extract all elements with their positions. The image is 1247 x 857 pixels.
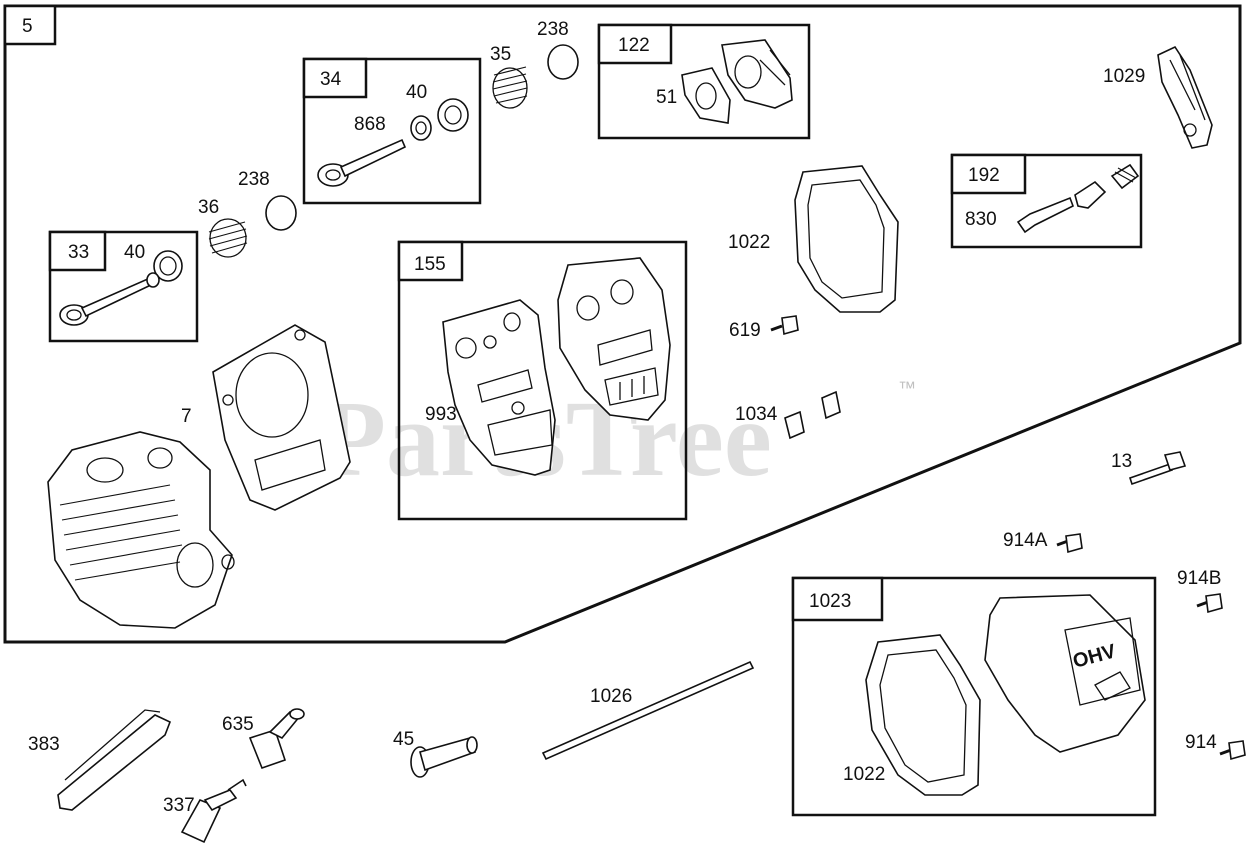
part-label-238: 238 xyxy=(238,169,270,190)
part-label-993: 993 xyxy=(425,404,457,425)
part-label-238: 238 xyxy=(537,19,569,40)
part-label-383: 383 xyxy=(28,734,60,755)
valve-part xyxy=(317,138,407,187)
main-group-tag xyxy=(3,4,57,46)
box-33[interactable]: 33 40 xyxy=(48,230,199,343)
part-label-830: 830 xyxy=(965,209,997,230)
rocker-arm-part xyxy=(1157,45,1213,149)
part-label-35: 35 xyxy=(490,44,511,65)
part-label-13: 13 xyxy=(1111,451,1132,472)
breather-tube-part xyxy=(248,708,305,770)
cylinder-head-gasket-part xyxy=(212,324,351,511)
part-label-1022: 1022 xyxy=(843,764,885,785)
box-192-label: 192 xyxy=(968,165,1000,186)
cylinder-head-part xyxy=(47,431,235,629)
part-label-51: 51 xyxy=(656,87,677,108)
cap-part xyxy=(547,44,579,80)
main-group-label: 5 xyxy=(22,16,33,37)
part-label-7: 7 xyxy=(181,406,192,427)
tappet-part xyxy=(410,736,478,778)
part-label-914B: 914B xyxy=(1177,568,1221,589)
spring-part xyxy=(208,218,248,258)
box-34[interactable]: 34 868 40 xyxy=(302,57,482,205)
box-34-label: 34 xyxy=(320,69,342,90)
breather-plate-part xyxy=(557,257,671,421)
part-label-914: 914 xyxy=(1185,732,1217,753)
box-122-label: 122 xyxy=(618,35,650,56)
part-label-40: 40 xyxy=(124,242,145,263)
part-label-1034: 1034 xyxy=(735,404,778,425)
part-label-1022: 1022 xyxy=(728,232,770,253)
rocker-cover-gasket-part xyxy=(794,165,899,313)
rocker-cover-gasket-part xyxy=(865,634,981,796)
clip-part xyxy=(784,390,841,440)
part-label-914A: 914A xyxy=(1003,530,1048,551)
bolt-part xyxy=(1128,451,1187,486)
box-1023[interactable]: 1023 OHV 1022 xyxy=(791,576,1157,817)
part-label-45: 45 xyxy=(393,729,414,750)
rocker-cover-part: OHV xyxy=(984,594,1146,753)
keeper-part xyxy=(410,98,469,141)
keeper-part xyxy=(146,250,183,288)
part-label-868: 868 xyxy=(354,114,386,135)
cap-part xyxy=(265,195,297,231)
screw-part xyxy=(1196,593,1223,614)
part-label-40: 40 xyxy=(406,82,427,103)
part-label-1026: 1026 xyxy=(590,686,632,707)
part-label-635: 635 xyxy=(222,714,254,735)
box-155[interactable]: 155 993 xyxy=(397,240,688,521)
part-label-337: 337 xyxy=(163,795,195,816)
box-192[interactable]: 192 830 xyxy=(950,153,1143,249)
gasket-part xyxy=(681,67,731,124)
box-1023-label: 1023 xyxy=(809,591,851,612)
carrier-part xyxy=(721,39,793,109)
part-label-619: 619 xyxy=(729,320,761,341)
push-rod-part xyxy=(541,660,755,761)
box-155-label: 155 xyxy=(414,254,446,275)
adjuster-part xyxy=(1016,163,1140,234)
watermark-trademark: ™ xyxy=(898,378,916,398)
head-gasket-part xyxy=(442,299,556,476)
valve-part xyxy=(59,276,155,326)
spark-plug-part xyxy=(180,778,247,844)
part-label-1029: 1029 xyxy=(1103,66,1145,87)
screw-part xyxy=(770,315,799,336)
box-122[interactable]: 122 51 xyxy=(597,23,811,140)
screw-part xyxy=(1056,533,1083,554)
main-group-outline xyxy=(3,4,1242,644)
part-label-36: 36 xyxy=(198,197,219,218)
screw-part xyxy=(1219,740,1246,761)
tool-part xyxy=(57,709,172,811)
spring-part xyxy=(492,66,528,109)
box-33-label: 33 xyxy=(68,242,89,263)
